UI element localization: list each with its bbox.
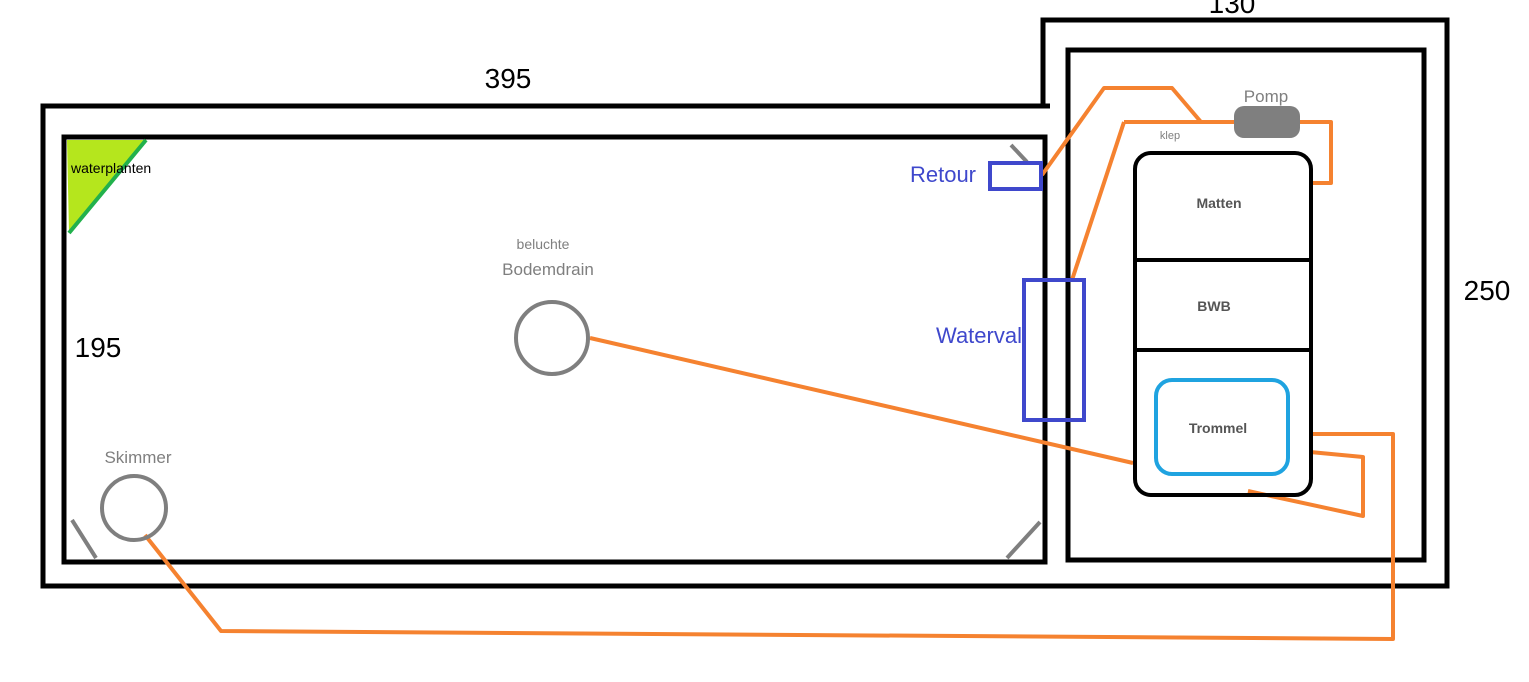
drum-filter [1154, 378, 1290, 476]
pond-width-label: 195 [75, 332, 122, 363]
pipe-return [1040, 86, 1203, 177]
water-plants-label: waterplanten [70, 160, 151, 176]
skimmer-icon [100, 474, 168, 542]
corner-bracket-bottom-left [70, 518, 98, 560]
bottom-drain-label: Bodemdrain [502, 260, 594, 279]
filter-stage-bwb: BWB [1197, 298, 1230, 314]
waterfall-label: Waterval [936, 323, 1022, 348]
pipe-skimmer [143, 432, 1395, 641]
bottom-drain-icon [514, 300, 590, 376]
corner-bracket-top-right [1009, 143, 1029, 164]
pond-outer-wall [40, 17, 1450, 589]
filter-stage-drum: Trommel [1189, 420, 1247, 436]
waterfall-box [1022, 278, 1086, 422]
filter-room-width-label: 130 [1209, 0, 1256, 19]
return-label: Retour [910, 162, 976, 187]
pipe-waterfall [1070, 121, 1126, 281]
return-inlet [988, 161, 1043, 191]
valve-label: klep [1160, 130, 1180, 142]
bottom-drain-label-top: beluchte [517, 236, 570, 252]
filter-room [1065, 47, 1427, 563]
corner-bracket-bottom-right [1005, 520, 1042, 560]
pond-length-label: 395 [485, 63, 532, 94]
corner-brackets [70, 143, 1042, 560]
pipe-drum-loop [1247, 450, 1365, 518]
pipe-pump-to-filter [1124, 120, 1333, 185]
filter-chamber [1133, 151, 1313, 497]
filter-stage-mats: Matten [1196, 195, 1241, 211]
water-plants-edge [67, 138, 148, 235]
pipes [143, 86, 1395, 641]
skimmer-label: Skimmer [104, 448, 171, 467]
filter-room-length-label: 250 [1464, 275, 1511, 306]
pipe-bottom-drain [589, 336, 1134, 465]
pump-label: Pomp [1244, 87, 1288, 106]
pond-basin [61, 134, 1048, 565]
pump-icon [1234, 106, 1300, 138]
